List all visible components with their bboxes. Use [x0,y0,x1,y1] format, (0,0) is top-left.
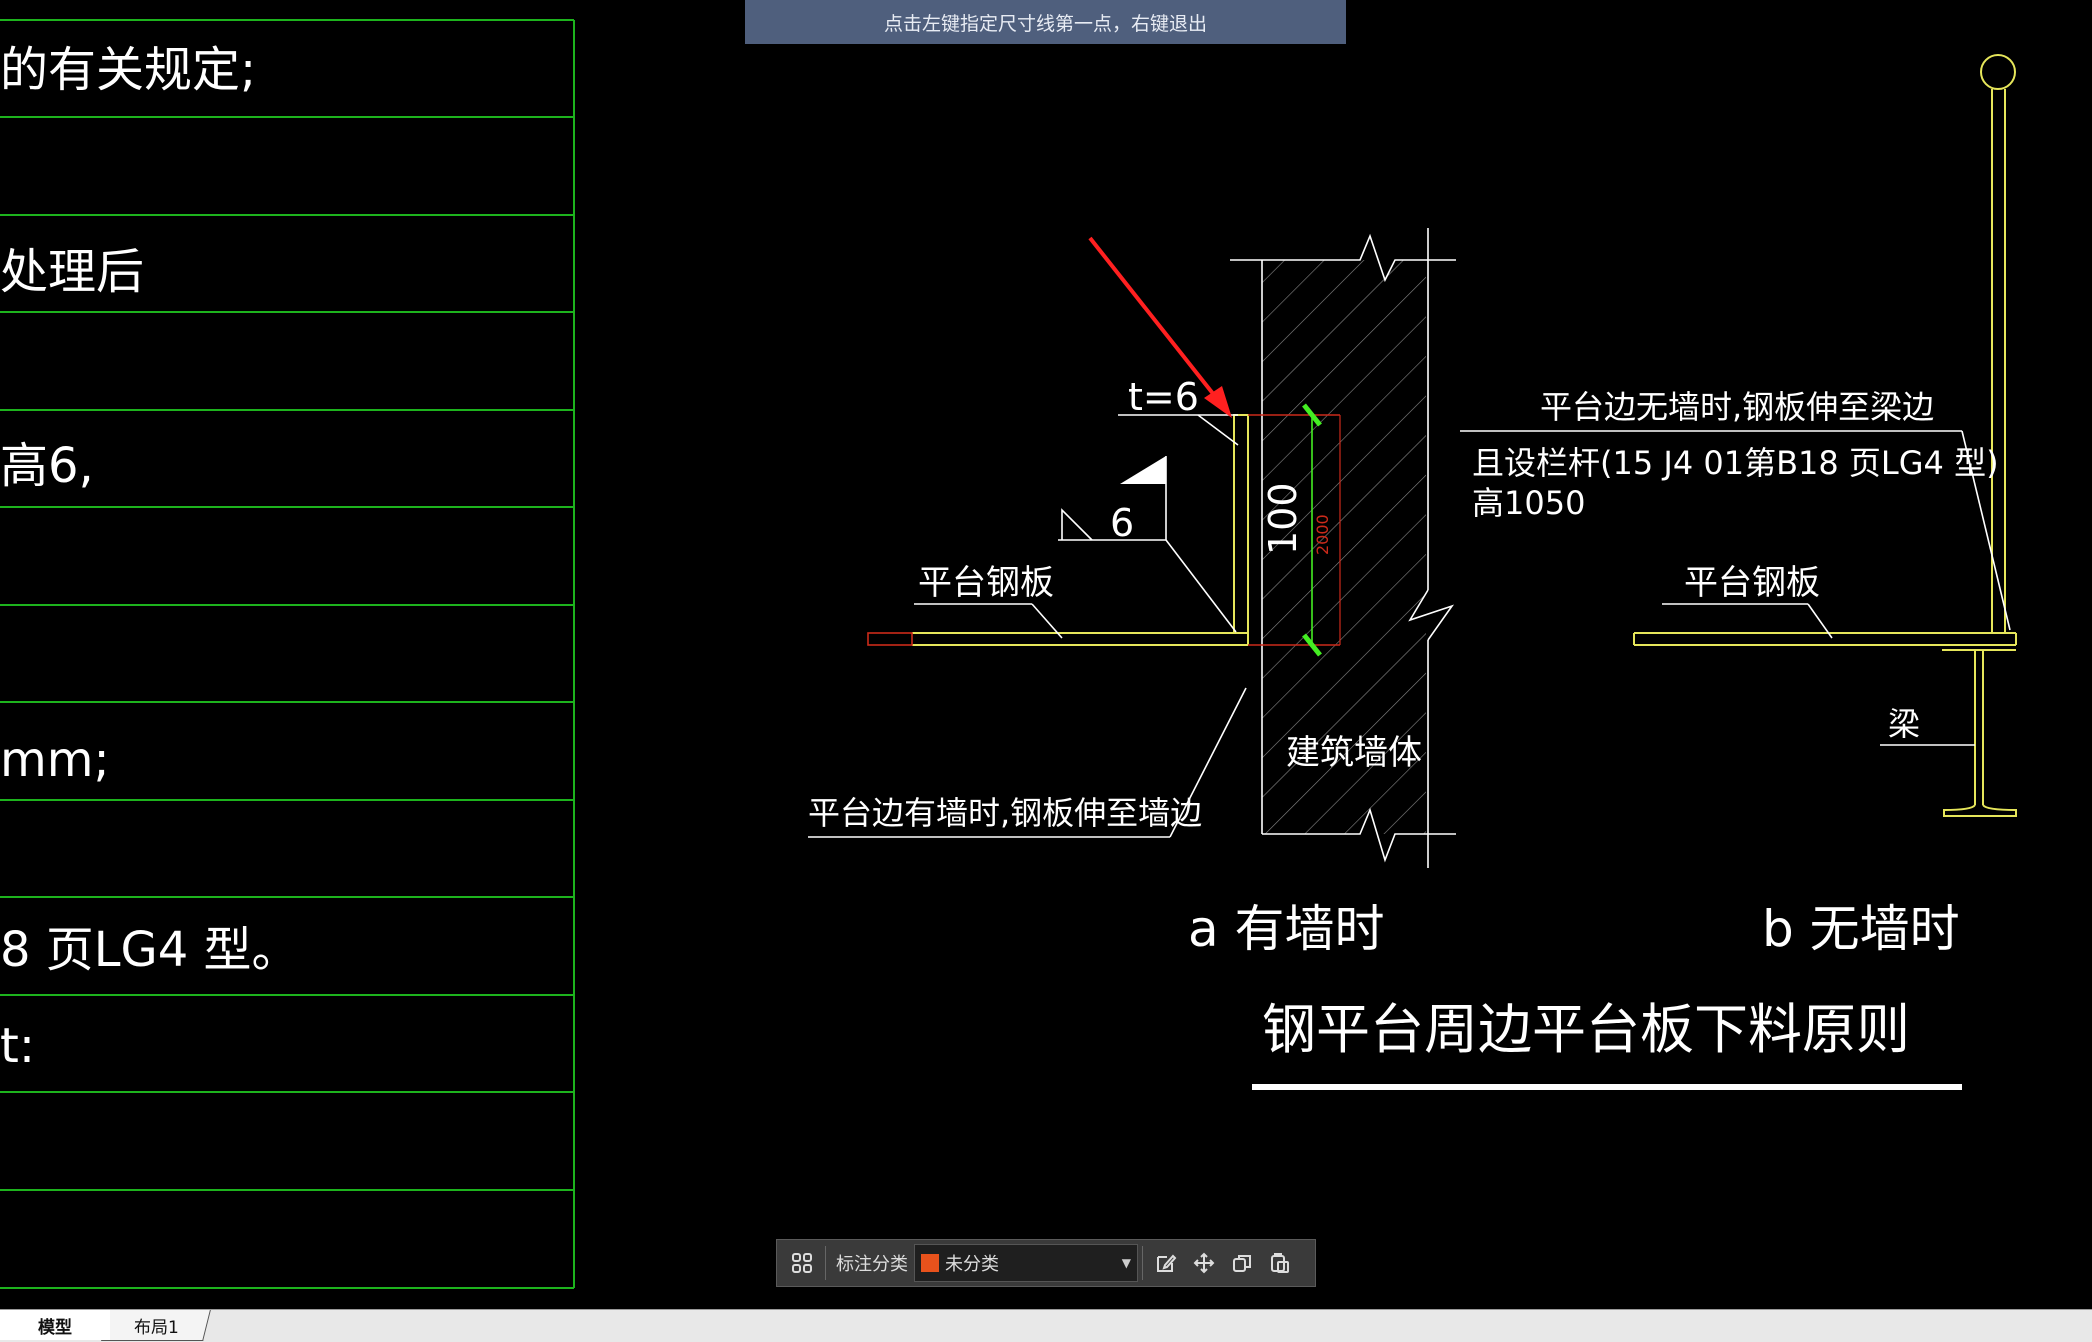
thickness-label: t=6 [1128,375,1199,419]
railing-label-line2: 高1050 [1472,484,1585,522]
red-arrow-annotation [1088,236,1232,418]
category-label: 标注分类 [836,1254,908,1275]
command-hint-text: 点击左键指定尺寸线第一点，右键退出 [883,12,1207,35]
category-value: 未分类 [945,1254,999,1275]
detail-b: 平台边无墙时,钢板伸至梁边 且设栏杆(15 J4 01第B18 页LG4 型) … [1460,54,2017,817]
platform-plate-a [912,414,1249,646]
notes-row-3: 处理后 [0,244,144,300]
category-select[interactable]: 未分类 ▼ [914,1244,1138,1282]
move-icon[interactable] [1185,1244,1223,1282]
chevron-down-icon: ▼ [1121,1256,1131,1270]
plate-a-leader [914,603,1063,639]
plate-end-red [867,414,1340,646]
notes-table [0,19,575,1289]
weld-flag [1120,456,1166,484]
railing-label-line1: 且设栏杆(15 J4 01第B18 页LG4 型) [1472,444,1999,482]
layout-tab-bar: 布局1 模型 [0,1309,2092,1342]
main-title-underline [1252,1084,1962,1090]
notes-text: 的有关规定; 处理后 高6, mm; 8 页LG4 型。 t: [0,42,300,1074]
tab-model[interactable]: 模型 [0,1310,110,1340]
plate-a-label: 平台钢板 [918,563,1054,603]
notes-row-11: t: [0,1018,35,1074]
notes-row-1: 的有关规定; [0,42,256,98]
paste-icon[interactable] [1261,1244,1299,1282]
detail-a: 2000 100 t=6 6 平台钢板 建筑墙体 平台边有墙时,钢板伸至墙边 [808,228,1456,868]
caption-b: b 无墙时 [1762,900,1960,958]
category-color-swatch [921,1254,939,1272]
i-beam [1942,644,2017,817]
dim-label-100: 100 [1261,482,1305,555]
tab-layout1[interactable]: 布局1 [101,1310,211,1341]
no-wall-note-leader [1460,430,2011,746]
toolbar-separator [1142,1246,1143,1280]
edit-icon[interactable] [1147,1244,1185,1282]
dimension-2000 [1302,403,1341,657]
railing-post [1980,54,2016,633]
tab-model-label: 模型 [38,1317,72,1338]
notes-row-5: 高6, [0,438,94,494]
no-wall-note-label: 平台边无墙时,钢板伸至梁边 [1540,388,1934,426]
copy-icon[interactable] [1223,1244,1261,1282]
dimension-toolbar: 标注分类 未分类 ▼ [776,1239,1316,1287]
plate-b-label: 平台钢板 [1684,563,1820,603]
wall-note-leader [808,687,1247,838]
wall-outline [1230,228,1456,868]
toolbar-separator [825,1246,826,1280]
main-title: 钢平台周边平台板下料原则 [1262,998,1910,1061]
wall-note-label: 平台边有墙时,钢板伸至墙边 [808,794,1202,832]
platform-plate-b [1633,632,2017,646]
grid-icon[interactable] [783,1244,821,1282]
beam-label: 梁 [1888,705,1920,743]
weld-size-label: 6 [1110,501,1134,545]
notes-row-10: 8 页LG4 型。 [0,922,300,978]
notes-row-8: mm; [0,732,110,788]
thickness-leader [1118,414,1239,446]
tab-layout1-label: 布局1 [133,1317,179,1338]
caption-a: a 有墙时 [1188,900,1385,958]
command-hint-banner: 点击左键指定尺寸线第一点，右键退出 [745,0,1346,44]
weld-symbol [1058,456,1237,633]
wall-hatch [1262,260,1426,834]
wall-label: 建筑墙体 [1286,733,1422,773]
dim-label-2000: 2000 [1313,514,1332,555]
